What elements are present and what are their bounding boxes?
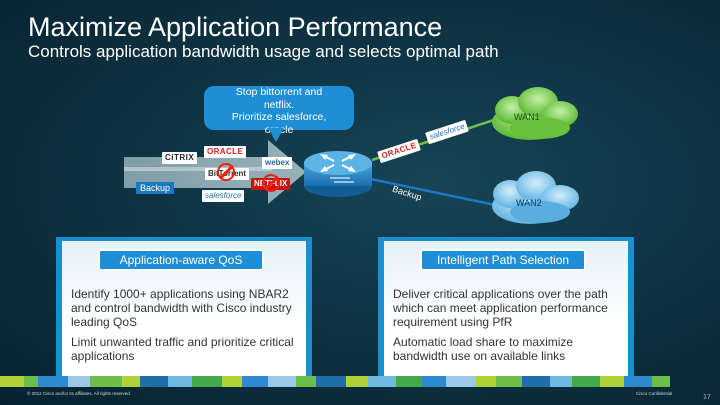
qos-panel: Application-aware QoS Identify 1000+ app… [56, 237, 312, 383]
page-number: 17 [703, 394, 711, 401]
footer-confidential: Cisco Confidential [636, 391, 673, 396]
footer-copyright: © 2012 Cisco and/or its affiliates. All … [27, 391, 132, 396]
traffic-stripe [124, 167, 272, 171]
webex-logo: webex [262, 157, 293, 169]
callout-line: netflix. [263, 98, 295, 111]
salesforce-logo: salesforce [202, 190, 245, 202]
citrix-logo: CiTRIX [162, 152, 198, 164]
callout-line: Stop bittorrent and [235, 86, 323, 98]
wan1-cloud [492, 87, 578, 140]
router-icon [304, 151, 372, 197]
slide-title: Maximize Application Performance [28, 12, 443, 42]
callout-tail [268, 128, 284, 142]
oracle-logo: ORACLE [204, 146, 247, 158]
blocked-sign-icon [262, 174, 280, 192]
slide-subtitle: Controls application bandwidth usage and… [28, 42, 499, 61]
qos-panel-text: Limit unwanted traffic and prioritize cr… [71, 335, 294, 363]
wan2-cloud [492, 171, 579, 224]
qos-panel-title: Application-aware QoS [98, 249, 264, 271]
blocked-sign-icon [217, 163, 235, 181]
qos-panel-body: Identify 1000+ applications using NBAR2 … [71, 287, 303, 369]
policy-callout: Stop bittorrent and netflix. Prioritize … [204, 86, 354, 136]
backup-label-left: Backup [136, 182, 175, 194]
wan2-label: WAN2 [516, 198, 542, 208]
wan1-label: WAN1 [514, 112, 540, 122]
callout-line: Prioritize salesforce, [231, 111, 327, 123]
path-selection-panel: Intelligent Path Selection Deliver criti… [378, 237, 634, 383]
path-selection-panel-body: Deliver critical applications over the p… [393, 287, 625, 369]
path-selection-panel-text: Deliver critical applications over the p… [393, 287, 608, 329]
path-selection-panel-text: Automatic load share to maximize bandwid… [393, 335, 574, 363]
path-selection-panel-title: Intelligent Path Selection [420, 249, 586, 271]
wan2-link [365, 176, 501, 208]
footer-color-bar [0, 376, 720, 387]
qos-panel-text: Identify 1000+ applications using NBAR2 … [71, 287, 292, 329]
